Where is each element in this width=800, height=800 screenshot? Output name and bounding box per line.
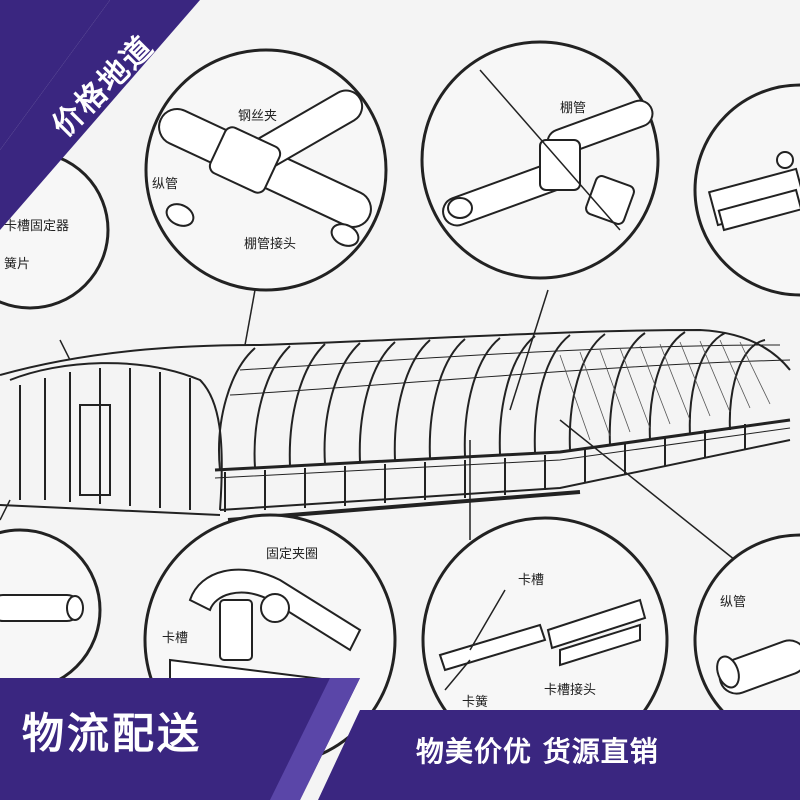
footer-right-label: 物美价优 货源直销 bbox=[416, 735, 659, 768]
label-steel-clamp: 钢丝夹 bbox=[238, 109, 277, 124]
detail-circle-bottom-right: 纵管 bbox=[693, 533, 800, 747]
greenhouse-structure bbox=[0, 328, 791, 522]
label-vertical-pipe-right: 纵管 bbox=[720, 595, 746, 610]
label-groove-joint: 卡槽接头 bbox=[544, 682, 596, 698]
label-clip-groove-center: 卡槽 bbox=[518, 573, 544, 588]
footer-bar-light bbox=[318, 710, 800, 800]
label-piece: 簧片 bbox=[4, 256, 30, 272]
detail-circle-shed-pipe: 棚管 bbox=[420, 40, 660, 280]
label-clip-groove-left: 卡槽 bbox=[162, 631, 188, 646]
leader-lines bbox=[0, 289, 736, 561]
detail-circle-pipe-joint: 钢丝夹 纵管 棚管接头 bbox=[144, 48, 388, 292]
label-shed-pipe: 棚管 bbox=[560, 101, 586, 116]
detail-circle-clip-groove: 卡槽 卡簧 卡槽接头 bbox=[421, 516, 669, 764]
label-spring: 卡簧 bbox=[462, 694, 488, 710]
label-shed-pipe-joint: 棚管接头 bbox=[244, 236, 296, 252]
footer-bar-dark bbox=[0, 678, 360, 800]
label-vertical-pipe-top: 纵管 bbox=[152, 177, 178, 192]
footer-stripe bbox=[270, 678, 360, 800]
label-clamp-groove-fix: 卡槽固定器 bbox=[4, 219, 69, 234]
label-fixing-clamp: 固定夹圈 bbox=[266, 547, 318, 562]
corner-ribbon-band bbox=[0, 0, 200, 230]
footer-left-label: 物流配送 bbox=[22, 709, 203, 758]
detail-circle-top-right bbox=[693, 83, 800, 297]
detail-circle-bottom-left bbox=[0, 528, 102, 692]
